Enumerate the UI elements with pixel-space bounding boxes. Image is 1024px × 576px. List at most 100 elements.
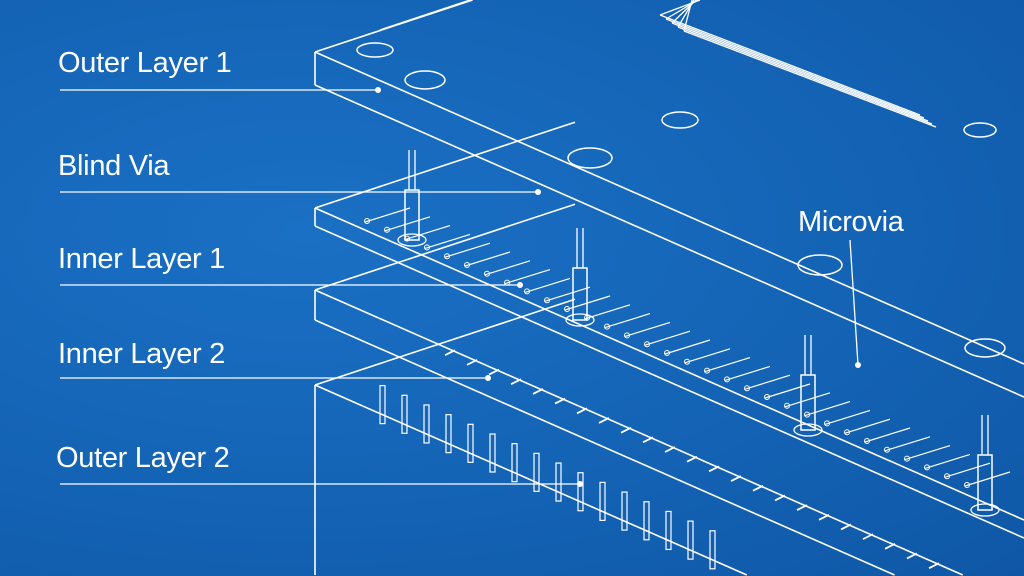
slot: [642, 436, 654, 444]
leader-dot: [485, 375, 491, 381]
pin: [533, 452, 540, 492]
slot: [554, 397, 566, 405]
slot: [774, 494, 786, 502]
chip-outline: [671, 22, 929, 122]
trace: [944, 462, 991, 478]
trace: [864, 427, 911, 443]
leader-dot: [375, 87, 381, 93]
pin: [555, 462, 562, 502]
via-pad: [397, 233, 427, 247]
chip-outline: [683, 0, 693, 32]
pad: [544, 297, 550, 304]
pad: [684, 358, 690, 365]
pad: [944, 473, 950, 480]
trace: [544, 286, 591, 302]
trace: [484, 260, 531, 276]
hole: [661, 111, 699, 129]
outer-layer-1-plate-top-front-edge: [314, 51, 1024, 365]
slot: [730, 475, 742, 482]
pin: [643, 501, 650, 541]
pin: [599, 481, 606, 521]
trace: [884, 436, 931, 452]
via-pad: [565, 313, 595, 327]
trace: [924, 453, 971, 469]
trace: [904, 445, 951, 461]
pad: [844, 429, 850, 436]
leader-dot: [535, 189, 541, 195]
pad: [624, 332, 630, 339]
trace: [384, 216, 431, 232]
slot: [510, 378, 522, 386]
trace: [624, 321, 671, 337]
slot: [598, 417, 610, 424]
blind-via-barrel: [404, 189, 420, 241]
pin: [577, 472, 584, 512]
slot: [664, 446, 676, 453]
pad: [964, 482, 970, 488]
slot: [620, 426, 632, 434]
pad: [604, 323, 610, 330]
pin: [709, 530, 716, 570]
chip-outline: [659, 14, 921, 116]
trace: [604, 313, 651, 329]
hole: [964, 338, 1006, 358]
hole: [356, 42, 394, 58]
hole: [567, 147, 613, 169]
outer-layer-1-back-edge: [379, 0, 471, 31]
chip-outline: [665, 18, 925, 119]
pad: [704, 367, 710, 374]
label-inner-layer-1: Inner Layer 1: [58, 243, 225, 275]
trace: [664, 339, 711, 355]
slot: [532, 388, 544, 395]
pad: [764, 394, 770, 400]
chip-outline: [683, 30, 937, 128]
slot: [796, 504, 808, 511]
slot: [928, 562, 940, 569]
pin: [687, 520, 694, 560]
trace: [824, 409, 871, 425]
trace: [524, 277, 571, 293]
trace: [804, 401, 851, 417]
pad: [664, 350, 670, 356]
pad: [384, 226, 390, 233]
trace: [764, 383, 811, 399]
slot: [708, 465, 720, 473]
outer-layer-2-plate-back-edge: [314, 298, 576, 386]
outer-layer-2-plate-top-front-edge: [314, 384, 748, 576]
trace: [744, 374, 791, 390]
pad: [724, 376, 730, 383]
via-pad: [970, 503, 1000, 517]
pin: [665, 510, 672, 551]
slot: [862, 533, 874, 540]
trace: [444, 242, 491, 258]
inner-layer-1-plate-bottom-front-edge: [314, 225, 1024, 539]
pin: [511, 443, 518, 483]
slot: [752, 484, 764, 492]
label-outer-layer-1: Outer Layer 1: [58, 47, 232, 79]
slot: [818, 513, 830, 521]
label-inner-layer-2: Inner Layer 2: [58, 338, 225, 370]
leader-dot: [577, 481, 583, 487]
pin: [401, 394, 408, 434]
pad: [444, 253, 450, 260]
via-pad: [793, 423, 823, 437]
pad: [864, 438, 870, 444]
trace: [844, 418, 891, 434]
trace: [684, 348, 731, 364]
slot: [488, 368, 500, 376]
chip-outline: [677, 26, 933, 125]
slot: [884, 542, 896, 550]
inner-layer-2-plate-top-front-edge: [314, 289, 964, 576]
trace: [364, 207, 411, 223]
label-outer-layer-2: Outer Layer 2: [56, 442, 230, 474]
leader-dot: [517, 282, 523, 288]
pin: [467, 423, 474, 463]
trace: [504, 269, 551, 285]
pad: [824, 420, 830, 427]
trace: [424, 233, 471, 249]
hole: [963, 122, 997, 138]
pin: [621, 491, 628, 531]
pad: [424, 244, 430, 251]
outer-layer-1-plate-bottom-front-edge: [314, 84, 1024, 398]
